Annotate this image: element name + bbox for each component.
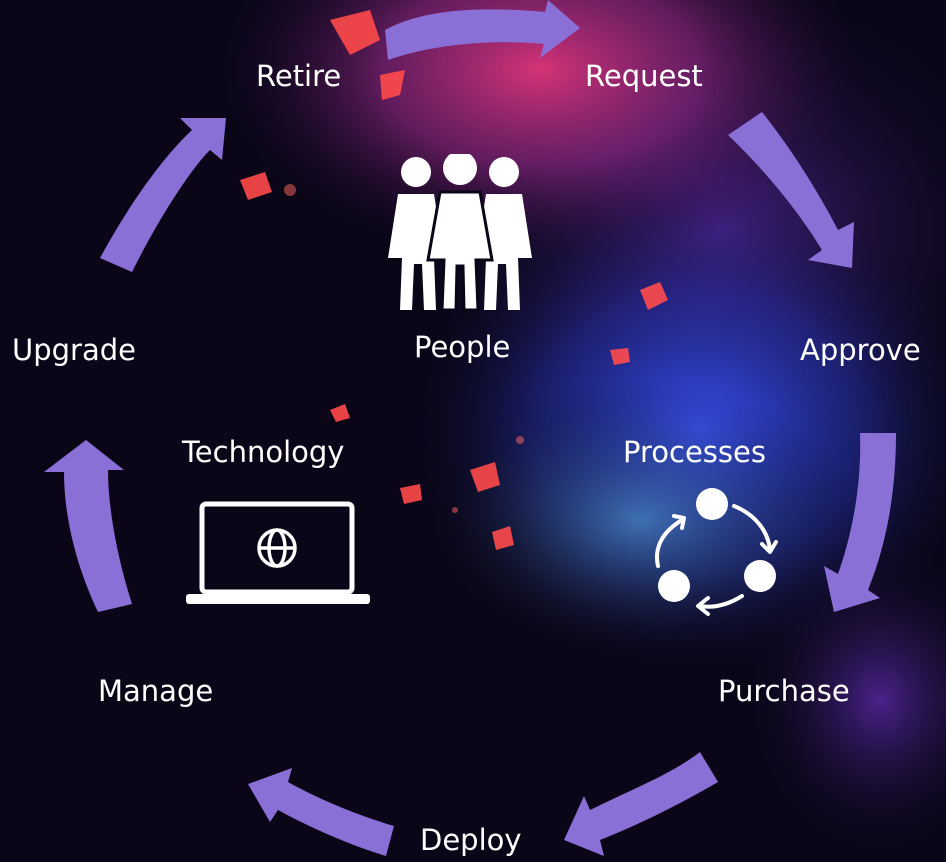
arrow-request-to-approve bbox=[728, 112, 854, 268]
arrow-manage-to-upgrade bbox=[44, 440, 132, 612]
stage-purchase: Purchase bbox=[718, 674, 850, 708]
stage-upgrade: Upgrade bbox=[12, 333, 136, 367]
arrow-purchase-to-deploy bbox=[564, 752, 718, 856]
process-cycle-icon bbox=[655, 488, 778, 616]
arrow-approve-to-purchase bbox=[824, 433, 896, 612]
people-icon bbox=[388, 154, 532, 310]
laptop-globe-icon bbox=[186, 501, 370, 604]
pillar-technology: Technology bbox=[182, 435, 345, 469]
pillar-processes: Processes bbox=[623, 435, 766, 469]
stage-deploy: Deploy bbox=[420, 823, 522, 857]
stage-request: Request bbox=[585, 59, 703, 93]
arrow-retire-to-request bbox=[385, 0, 580, 60]
arrow-upgrade-to-retire bbox=[100, 118, 226, 272]
pillar-people: People bbox=[414, 330, 511, 364]
stage-retire: Retire bbox=[256, 59, 342, 93]
stage-manage: Manage bbox=[98, 674, 214, 708]
stage-approve: Approve bbox=[800, 333, 921, 367]
arrow-deploy-to-manage bbox=[248, 768, 394, 856]
